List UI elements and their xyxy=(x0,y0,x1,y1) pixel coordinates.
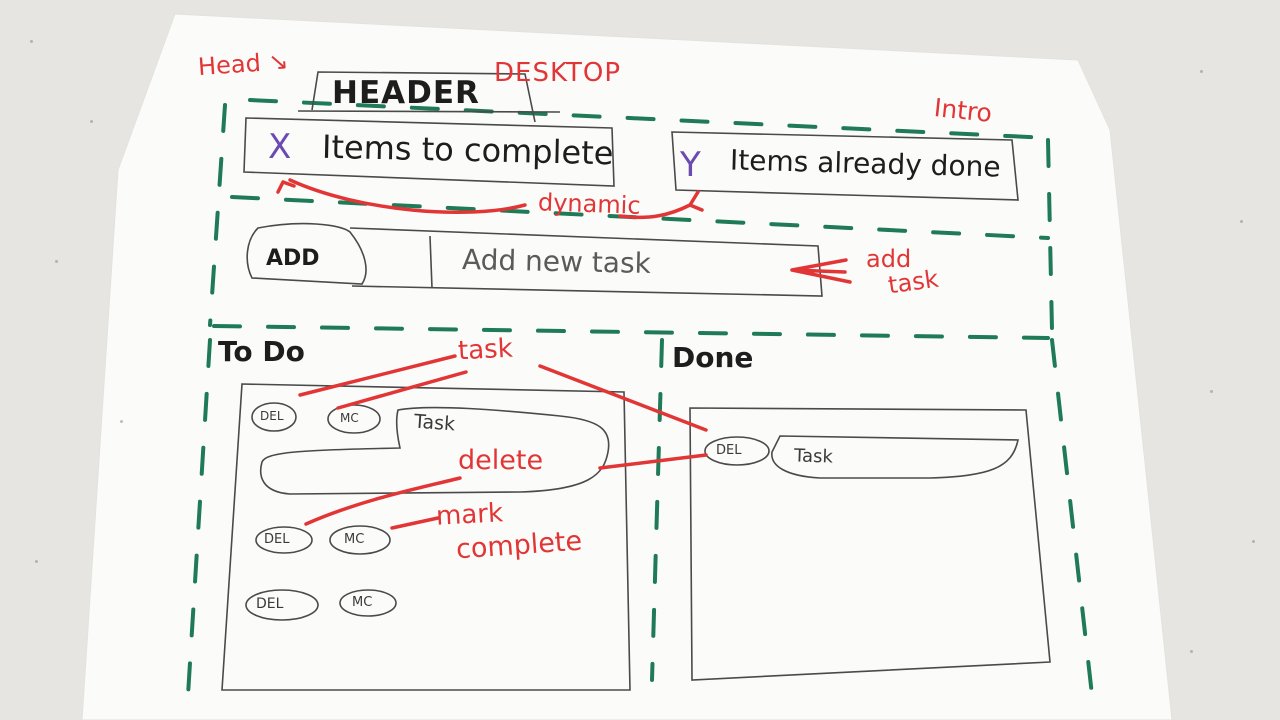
background-speck xyxy=(1252,540,1255,543)
add-input-divider xyxy=(429,235,433,289)
dynamic-arrow-right xyxy=(618,203,692,220)
add-task-note-2: task xyxy=(886,264,941,300)
guide-center xyxy=(650,338,664,682)
mc-button-2-shape xyxy=(329,525,391,555)
items-to-complete-text: Items to complete xyxy=(321,127,614,173)
background-speck xyxy=(90,120,93,123)
add-task-note-1: add xyxy=(866,245,912,273)
header-note: Head ↘ xyxy=(197,46,290,82)
x-variable: X xyxy=(268,127,292,167)
background-speck xyxy=(1210,390,1213,393)
add-task-arrow xyxy=(790,258,852,284)
done-del-button[interactable]: DEL xyxy=(716,443,742,458)
done-task-text: Task xyxy=(793,445,834,468)
done-task-shape xyxy=(771,435,1019,479)
task-line-2 xyxy=(336,370,468,410)
mc-button-3-shape xyxy=(339,589,397,617)
items-done-box xyxy=(671,131,1019,201)
delete-line xyxy=(304,476,462,526)
del-button-1-shape xyxy=(251,402,297,432)
items-done-text: Items already done xyxy=(729,143,1001,184)
del-button-3[interactable]: DEL xyxy=(256,596,284,612)
guide-right-lower xyxy=(1050,338,1094,697)
delete-line-done xyxy=(598,453,708,470)
done-panel-outline xyxy=(689,407,1051,681)
background-speck xyxy=(120,420,123,423)
background-speck xyxy=(30,40,33,43)
dynamic-note: dynamic xyxy=(537,188,642,220)
background-speck xyxy=(1200,70,1203,73)
mark-note: mark xyxy=(435,498,504,532)
task-line-1 xyxy=(298,354,457,397)
delete-note: delete xyxy=(458,445,544,476)
background-speck xyxy=(1240,220,1243,223)
guide-left-lower xyxy=(186,338,212,697)
del-button-2[interactable]: DEL xyxy=(264,532,290,547)
todo-task-shape xyxy=(259,406,610,495)
green-guides xyxy=(186,98,1094,697)
todo-panel-outline xyxy=(221,383,631,691)
add-button-outline xyxy=(246,222,367,285)
mark-complete-line xyxy=(390,516,440,530)
add-task-input[interactable]: Add new task xyxy=(461,243,652,280)
annotation-lines xyxy=(276,178,852,530)
dynamic-arrow-left xyxy=(288,178,527,215)
task-line-3 xyxy=(538,364,708,432)
background-speck xyxy=(1190,650,1193,653)
del-button-1[interactable]: DEL xyxy=(260,409,284,423)
done-del-button-shape xyxy=(704,436,770,466)
todo-title: To Do xyxy=(218,335,305,368)
mc-button-2[interactable]: MC xyxy=(344,532,365,547)
background-speck xyxy=(35,560,38,563)
desktop-label: DESKTOP xyxy=(494,58,622,88)
guide-left-upper xyxy=(208,103,227,327)
header-box xyxy=(297,71,561,123)
del-button-2-shape xyxy=(255,526,313,554)
del-button-3-shape xyxy=(245,589,319,621)
intro-label: Intro xyxy=(932,93,994,128)
mc-button-1[interactable]: MC xyxy=(340,411,359,425)
mc-button-3[interactable]: MC xyxy=(352,595,373,610)
todo-task-text: Task xyxy=(413,410,456,436)
add-button[interactable]: ADD xyxy=(266,246,320,271)
guide-top xyxy=(248,98,1052,140)
background-speck xyxy=(55,260,58,263)
task-note: task xyxy=(457,333,514,367)
done-title: Done xyxy=(672,341,754,374)
y-variable: Y xyxy=(680,145,701,185)
items-to-complete-box xyxy=(243,117,615,187)
header-label: HEADER xyxy=(332,75,480,111)
paper-outline xyxy=(81,13,1173,720)
